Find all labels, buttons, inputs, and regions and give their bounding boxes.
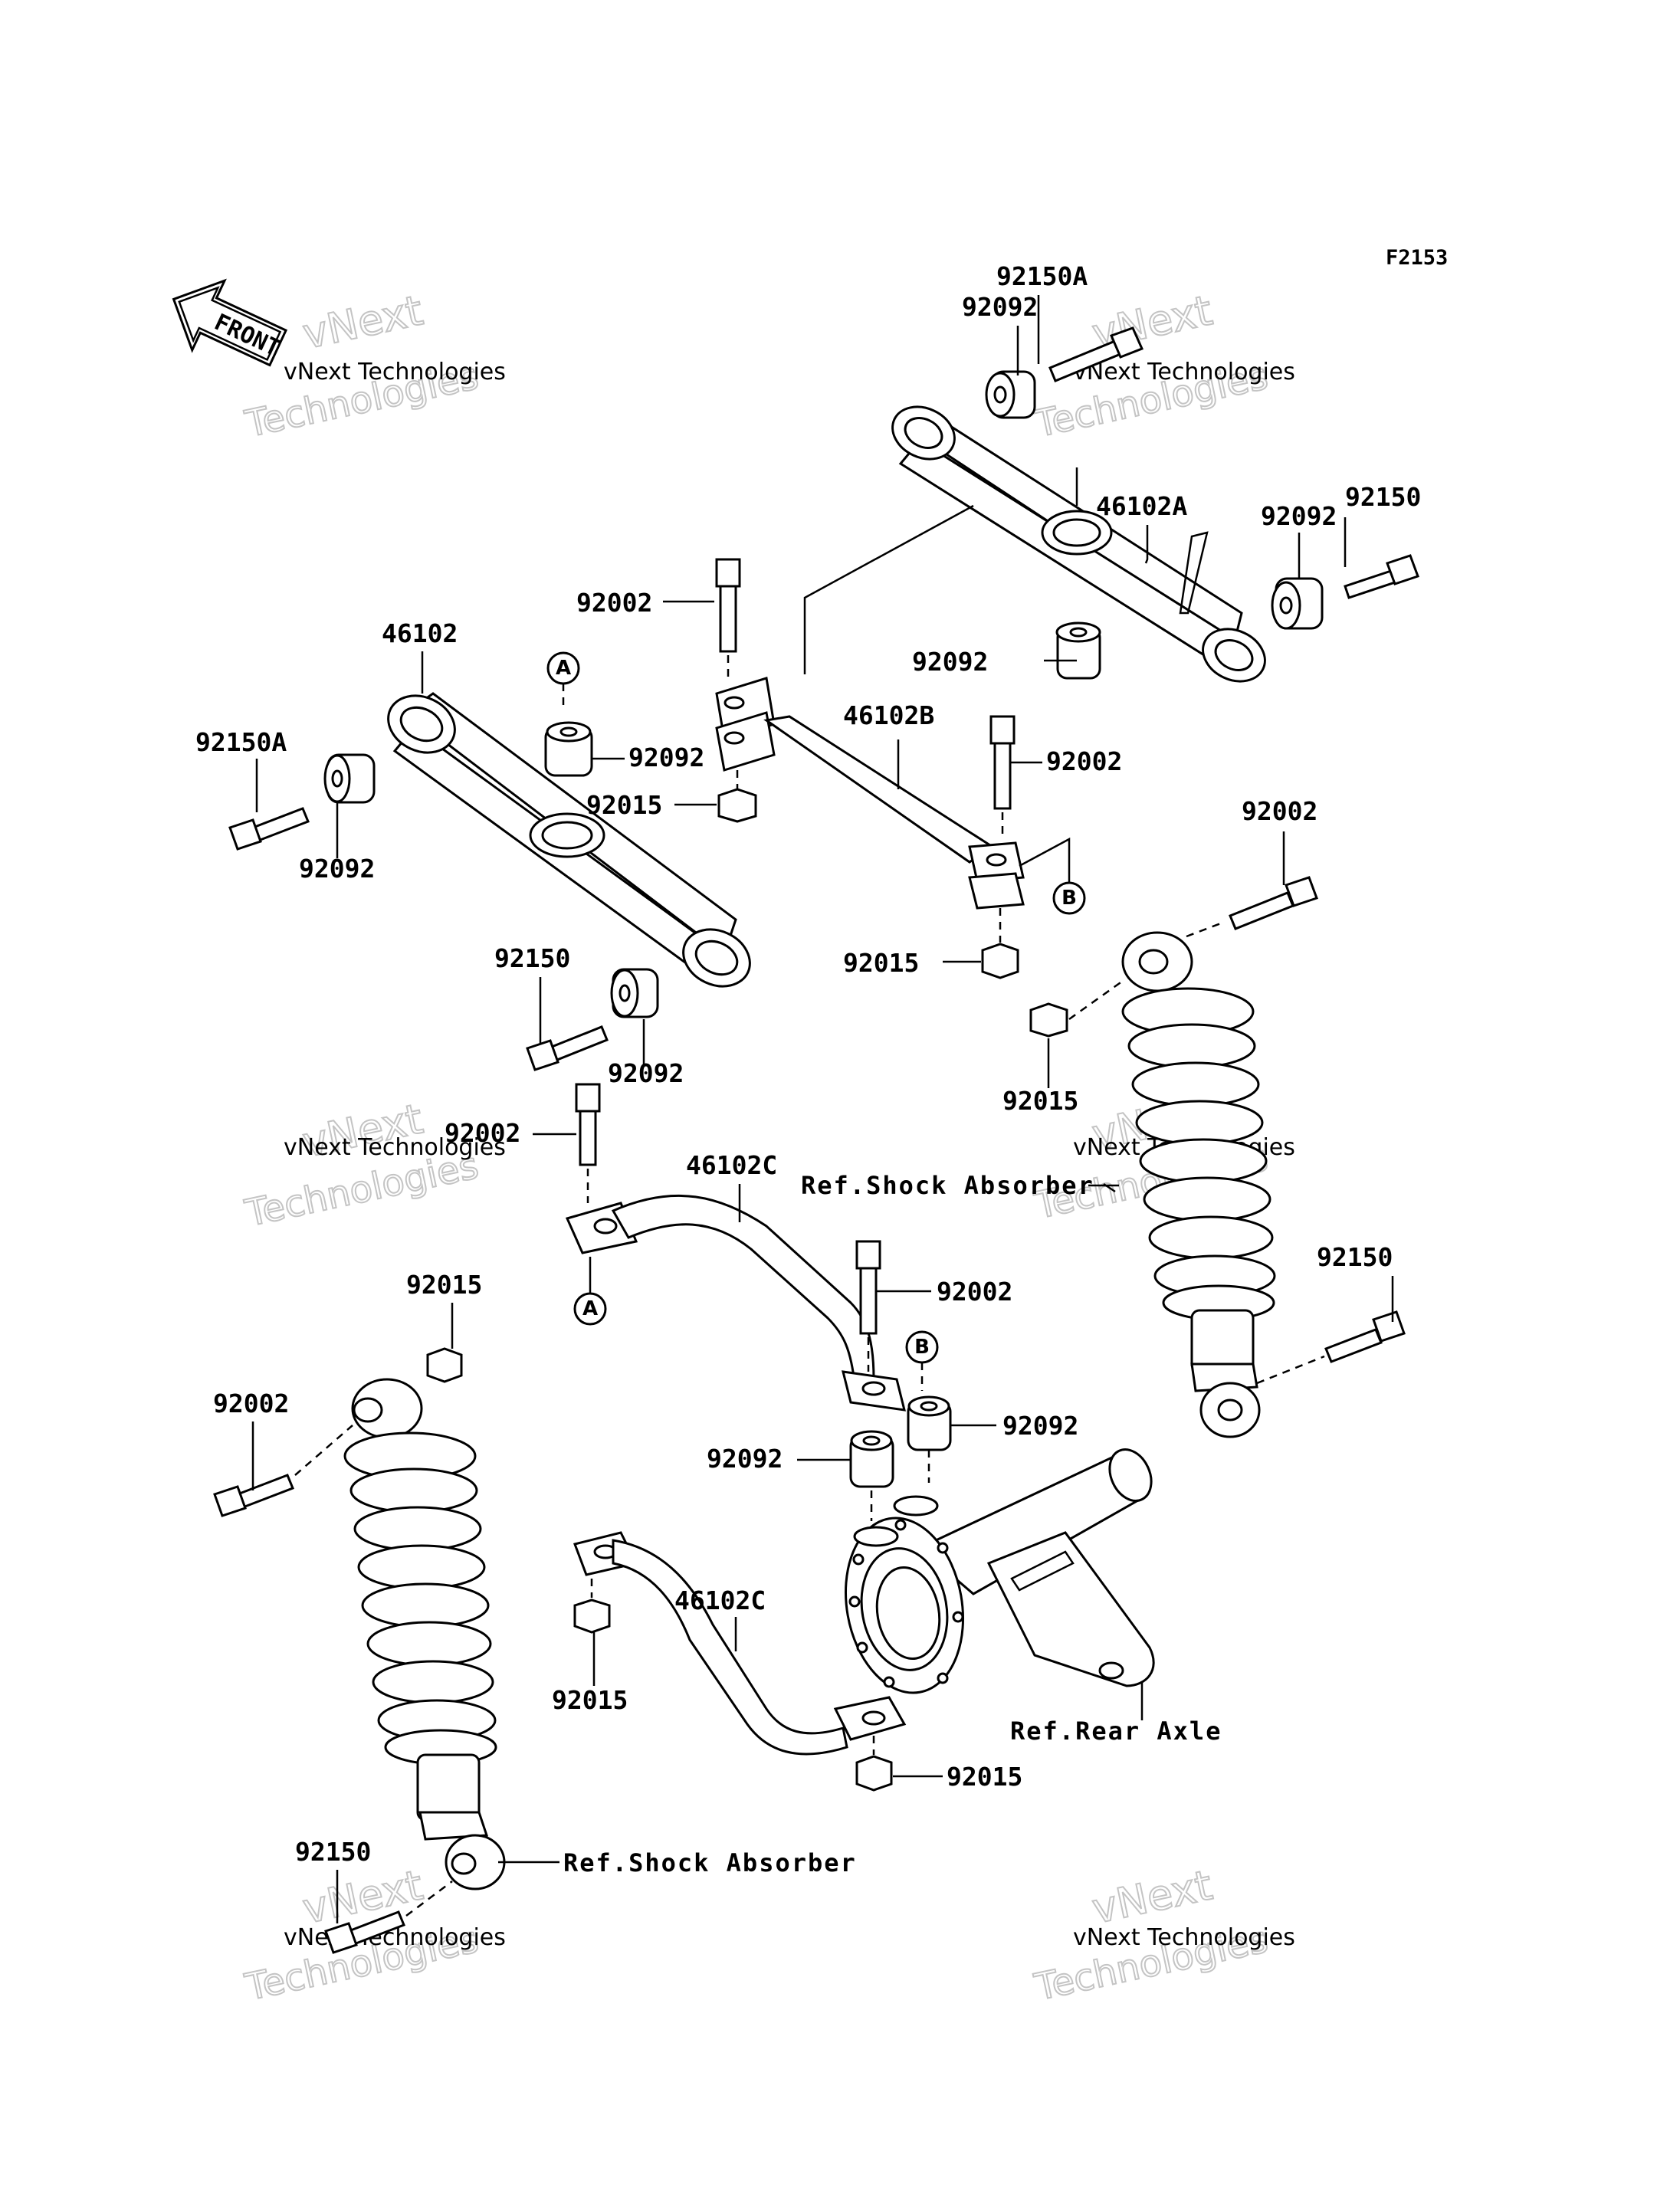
circle-ref-a-bottom: A — [573, 1257, 607, 1326]
label-92150-bottom-left: 92150 — [295, 1837, 371, 1867]
label-46102: 46102 — [382, 618, 458, 648]
shock-absorber-right — [1121, 931, 1276, 1438]
leader-lines — [251, 295, 1394, 1923]
label-46102B: 46102B — [843, 700, 934, 730]
label-92150-left: 92150 — [494, 943, 570, 973]
front-arrow-icon: FRONT — [172, 278, 288, 367]
label-46102C-lower: 46102C — [674, 1585, 766, 1615]
label-92015-b: 92015 — [843, 948, 919, 978]
bolt-92150-right-lower — [1256, 1310, 1406, 1385]
reference-labels: Ref.Shock Absorber Ref.Rear Axle Ref.Sho… — [563, 1171, 1222, 1877]
bolt-92002-c — [855, 1240, 881, 1372]
bolt-92002-mid — [575, 1083, 601, 1203]
arm-46102 — [387, 692, 751, 988]
bolt-92150-right-top — [1344, 554, 1419, 599]
watermark-vnext: vNext — [299, 286, 427, 358]
watermark-mid-left: vNext Technologies vNext Technologies — [241, 1094, 506, 1236]
link-46102B — [715, 677, 1025, 910]
label-92092-lower-left: 92092 — [608, 1058, 684, 1088]
nut-92015-bottom — [855, 1736, 893, 1792]
label-92092-top: 92092 — [962, 292, 1038, 322]
bolt-92150A-top — [1048, 326, 1144, 382]
ref-shock-absorber-upper: Ref.Shock Absorber — [801, 1171, 1094, 1200]
watermark-text: vNext Technologies — [284, 359, 506, 385]
label-92150A-left: 92150A — [195, 727, 287, 757]
label-92015-right: 92015 — [1002, 1086, 1078, 1116]
label-92015-bottom: 92015 — [947, 1762, 1022, 1792]
bushing-92092-right — [1271, 577, 1324, 630]
label-92150-right-top: 92150 — [1345, 482, 1421, 512]
watermark-text: vNext Technologies — [1073, 1924, 1295, 1951]
label-92015-a: 92015 — [586, 790, 662, 820]
ref-rear-axle: Ref.Rear Axle — [1010, 1717, 1222, 1746]
label-92092-left: 92092 — [299, 854, 375, 884]
label-92015-left-lower: 92015 — [406, 1270, 482, 1300]
watermark-text: vNext Technologies — [1073, 359, 1295, 385]
bushing-92092-a — [544, 721, 593, 777]
bolt-92150-bottom-left — [324, 1881, 453, 1954]
label-92150-right-lower: 92150 — [1317, 1242, 1393, 1272]
svg-text:B: B — [914, 1336, 930, 1359]
svg-text:A: A — [556, 657, 571, 680]
bushing-92092-left — [323, 753, 376, 804]
label-92002-b: 92002 — [1046, 746, 1122, 776]
bolt-92002-b — [989, 715, 1016, 839]
bolt-92150A-left — [228, 807, 310, 851]
bracket-46102C-upper — [565, 1194, 906, 1412]
figure-code: F2153 — [1386, 246, 1448, 270]
label-92092-right-top: 92092 — [1261, 501, 1337, 531]
bushing-92092-mid-upper — [1055, 621, 1101, 680]
label-92002-mid: 92002 — [445, 1118, 520, 1148]
label-92092-a: 92092 — [628, 743, 704, 772]
bolt-92150-left — [526, 1025, 609, 1071]
watermark-vnext: vNext — [1088, 1861, 1216, 1933]
bushing-92092-top — [985, 370, 1036, 419]
label-46102C-upper: 46102C — [686, 1150, 777, 1180]
circle-ref-b-bottom: B — [905, 1330, 939, 1391]
label-92092-d: 92092 — [707, 1444, 783, 1474]
circle-ref-a-top: A — [546, 651, 580, 709]
arm-46102A — [891, 405, 1266, 683]
bracket-46102C-lower — [573, 1531, 907, 1756]
leader — [803, 504, 974, 674]
watermark-bottom-right: vNext Technologies vNext Technologies — [1030, 1860, 1295, 2010]
bolt-92002-right — [1186, 876, 1318, 938]
bolt-92002-upper — [715, 558, 741, 678]
bushing-92092-d — [849, 1430, 894, 1521]
nut-92015-bottom-left — [573, 1579, 611, 1634]
label-92150A-top: 92150A — [996, 261, 1088, 291]
label-92002-right: 92002 — [1242, 796, 1317, 826]
ref-shock-absorber-lower: Ref.Shock Absorber — [563, 1848, 857, 1877]
label-92015-bottom-left: 92015 — [552, 1685, 628, 1715]
nut-92015-left-lower — [426, 1347, 463, 1383]
label-92002-c: 92002 — [937, 1277, 1012, 1307]
part-labels: 92150A 92092 46102A 92150 92092 92002 92… — [195, 261, 1421, 1867]
svg-text:B: B — [1061, 887, 1077, 910]
label-92002-left-lower: 92002 — [213, 1389, 289, 1418]
bushing-92092-lower-left — [610, 968, 659, 1018]
watermark-vnext: vNext — [299, 1861, 427, 1933]
circle-ref-b-top: B — [1019, 837, 1086, 915]
svg-text:A: A — [582, 1297, 598, 1320]
shock-absorber-left — [343, 1378, 506, 1890]
watermark-text: vNext Technologies — [284, 1134, 506, 1161]
nut-92015-a — [717, 770, 757, 823]
bolt-92002-left-lower — [213, 1425, 353, 1517]
label-92092-c: 92092 — [1002, 1411, 1078, 1441]
nut-92015-b — [981, 908, 1019, 979]
label-92092-mid-upper: 92092 — [912, 647, 988, 677]
rear-axle — [844, 1448, 1155, 1694]
nut-92015-right — [1029, 979, 1124, 1038]
watermark-top-left: vNext Technologies vNext Technologies — [241, 285, 506, 447]
label-46102A: 46102A — [1096, 491, 1187, 521]
bushing-92092-c — [907, 1395, 952, 1483]
label-92002-upper: 92002 — [576, 588, 652, 618]
